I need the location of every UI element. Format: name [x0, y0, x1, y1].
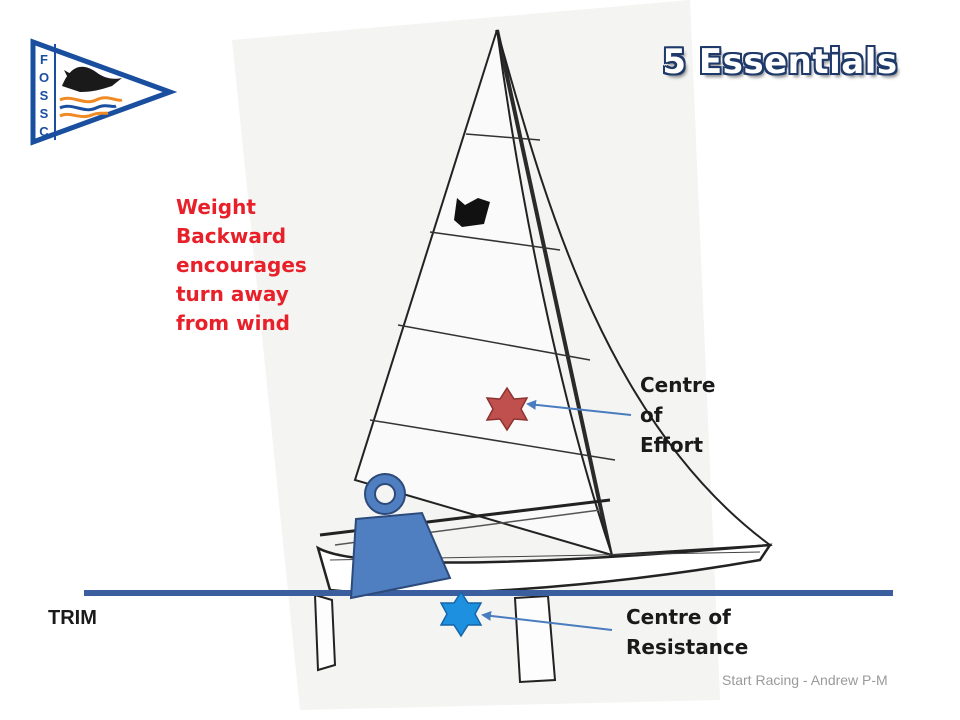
weight-note-line: turn away: [176, 282, 289, 306]
weight-note: Weight Backward encourages turn away fro…: [176, 193, 366, 338]
resistance-star-icon: [439, 590, 483, 638]
footer-credit: Start Racing - Andrew P-M: [722, 672, 888, 688]
weight-note-line: encourages: [176, 253, 307, 277]
effort-label-line: Centre: [640, 373, 716, 397]
effort-arrow: [526, 399, 632, 416]
resistance-label-line: Centre of: [626, 605, 731, 629]
logo-letter: C: [39, 124, 49, 139]
resistance-arrow: [481, 610, 613, 631]
effort-label-line: Effort: [640, 433, 704, 457]
effort-star-icon: [485, 386, 529, 432]
logo-letter: O: [39, 70, 49, 85]
burgee-pennant-icon: [30, 38, 178, 146]
centre-of-resistance-label: Centre of Resistance: [626, 602, 806, 662]
sail-insignia: [454, 198, 490, 227]
sail: [353, 29, 614, 557]
slide-title: 5 Essentials: [662, 42, 898, 82]
trim-label: TRIM: [48, 607, 97, 629]
centre-of-effort-label: Centre of Effort: [640, 370, 750, 460]
rudder: [313, 593, 337, 672]
logo-letter: F: [40, 52, 48, 67]
weight-note-line: Weight: [176, 195, 256, 219]
weight-icon: [349, 473, 452, 600]
effort-label-line: of: [640, 403, 663, 427]
mast: [495, 29, 614, 561]
resistance-label-line: Resistance: [626, 635, 749, 659]
club-logo: F O S S C: [30, 38, 178, 146]
weight-note-line: Backward: [176, 224, 287, 248]
weight-note-line: from wind: [176, 311, 290, 335]
logo-letter: S: [40, 88, 49, 103]
daggerboard: [513, 594, 557, 684]
logo-letter: S: [40, 106, 49, 121]
